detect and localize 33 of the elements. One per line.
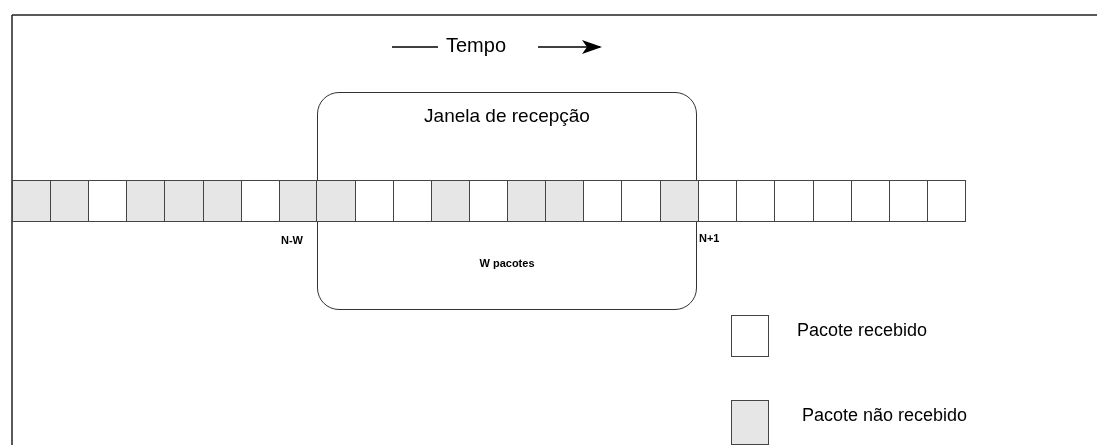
packet-cell <box>240 180 281 222</box>
index-label: N+1 <box>699 232 720 244</box>
packet-cell <box>126 180 166 222</box>
packet-cell <box>468 179 509 222</box>
packet-cell <box>392 179 433 222</box>
packet-cell <box>545 179 585 222</box>
packet-cell <box>621 179 661 222</box>
index-label: N-W <box>281 234 303 246</box>
packet-cell <box>812 180 853 222</box>
packet-cell <box>50 180 90 222</box>
packet-cell <box>736 180 776 222</box>
packet-cell <box>507 179 547 222</box>
packet-cell <box>164 180 205 222</box>
packet-cell <box>430 179 471 222</box>
packet-cell <box>850 180 891 222</box>
packet-cell <box>888 180 929 222</box>
packet-cell <box>659 179 700 222</box>
packet-cell <box>12 180 52 222</box>
packet-cell <box>278 180 319 222</box>
packet-cell <box>354 179 395 222</box>
time-label: Tempo <box>446 34 507 57</box>
packet-cell <box>202 180 243 222</box>
legend-text: Pacote recebido <box>797 320 928 341</box>
legend-text: Pacote não recebido <box>802 405 968 426</box>
packet-cell <box>316 179 357 222</box>
packet-cell <box>698 180 738 222</box>
packet-cell <box>583 179 623 222</box>
packet-cell <box>926 180 967 222</box>
window-size-text: W pacotes <box>478 257 536 269</box>
window-title: Janela de recepção <box>423 105 591 127</box>
packet-cell <box>774 180 814 222</box>
window-frame <box>317 92 697 310</box>
packet-cell <box>88 180 128 222</box>
